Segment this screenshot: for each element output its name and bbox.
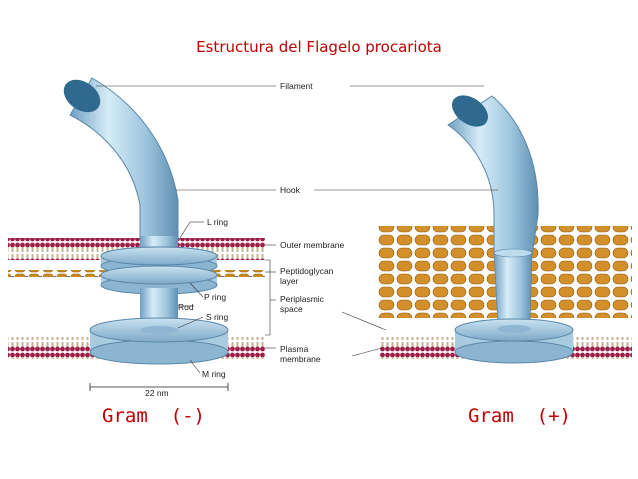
m-ring bbox=[89, 339, 229, 365]
caption-gram-positive: Gram (+) bbox=[468, 405, 571, 427]
caption-gram-negative: Gram (-) bbox=[102, 405, 205, 427]
filament-end-right bbox=[451, 95, 489, 127]
label-filament: Filament bbox=[280, 81, 313, 91]
label-outer-membrane: Outer membrane bbox=[280, 240, 345, 250]
label-scale: 22 nm bbox=[145, 388, 169, 398]
label-plasma-2: membrane bbox=[280, 354, 321, 364]
label-m-ring: M ring bbox=[202, 369, 226, 379]
label-l-ring: L ring bbox=[207, 217, 228, 227]
diagram-title: Estructura del Flagelo procariota bbox=[196, 38, 442, 56]
label-rod: Rod bbox=[178, 302, 194, 312]
shaft-right bbox=[493, 251, 533, 326]
label-p-ring: P ring bbox=[204, 292, 226, 302]
gram-positive-structure bbox=[378, 95, 632, 364]
label-plasma-1: Plasma bbox=[280, 344, 309, 354]
gram-negative-structure bbox=[8, 77, 265, 391]
label-peptidoglycan-1: Peptidoglycan bbox=[280, 266, 334, 276]
label-s-ring: S ring bbox=[206, 312, 228, 322]
filament-end-left bbox=[63, 79, 101, 113]
m-ring-right bbox=[454, 340, 574, 364]
label-peptidoglycan-2: layer bbox=[280, 276, 299, 286]
label-periplasmic-1: Periplasmic bbox=[280, 294, 325, 304]
leader-lines bbox=[96, 85, 498, 374]
label-periplasmic-2: space bbox=[280, 304, 303, 314]
label-hook: Hook bbox=[280, 185, 301, 195]
